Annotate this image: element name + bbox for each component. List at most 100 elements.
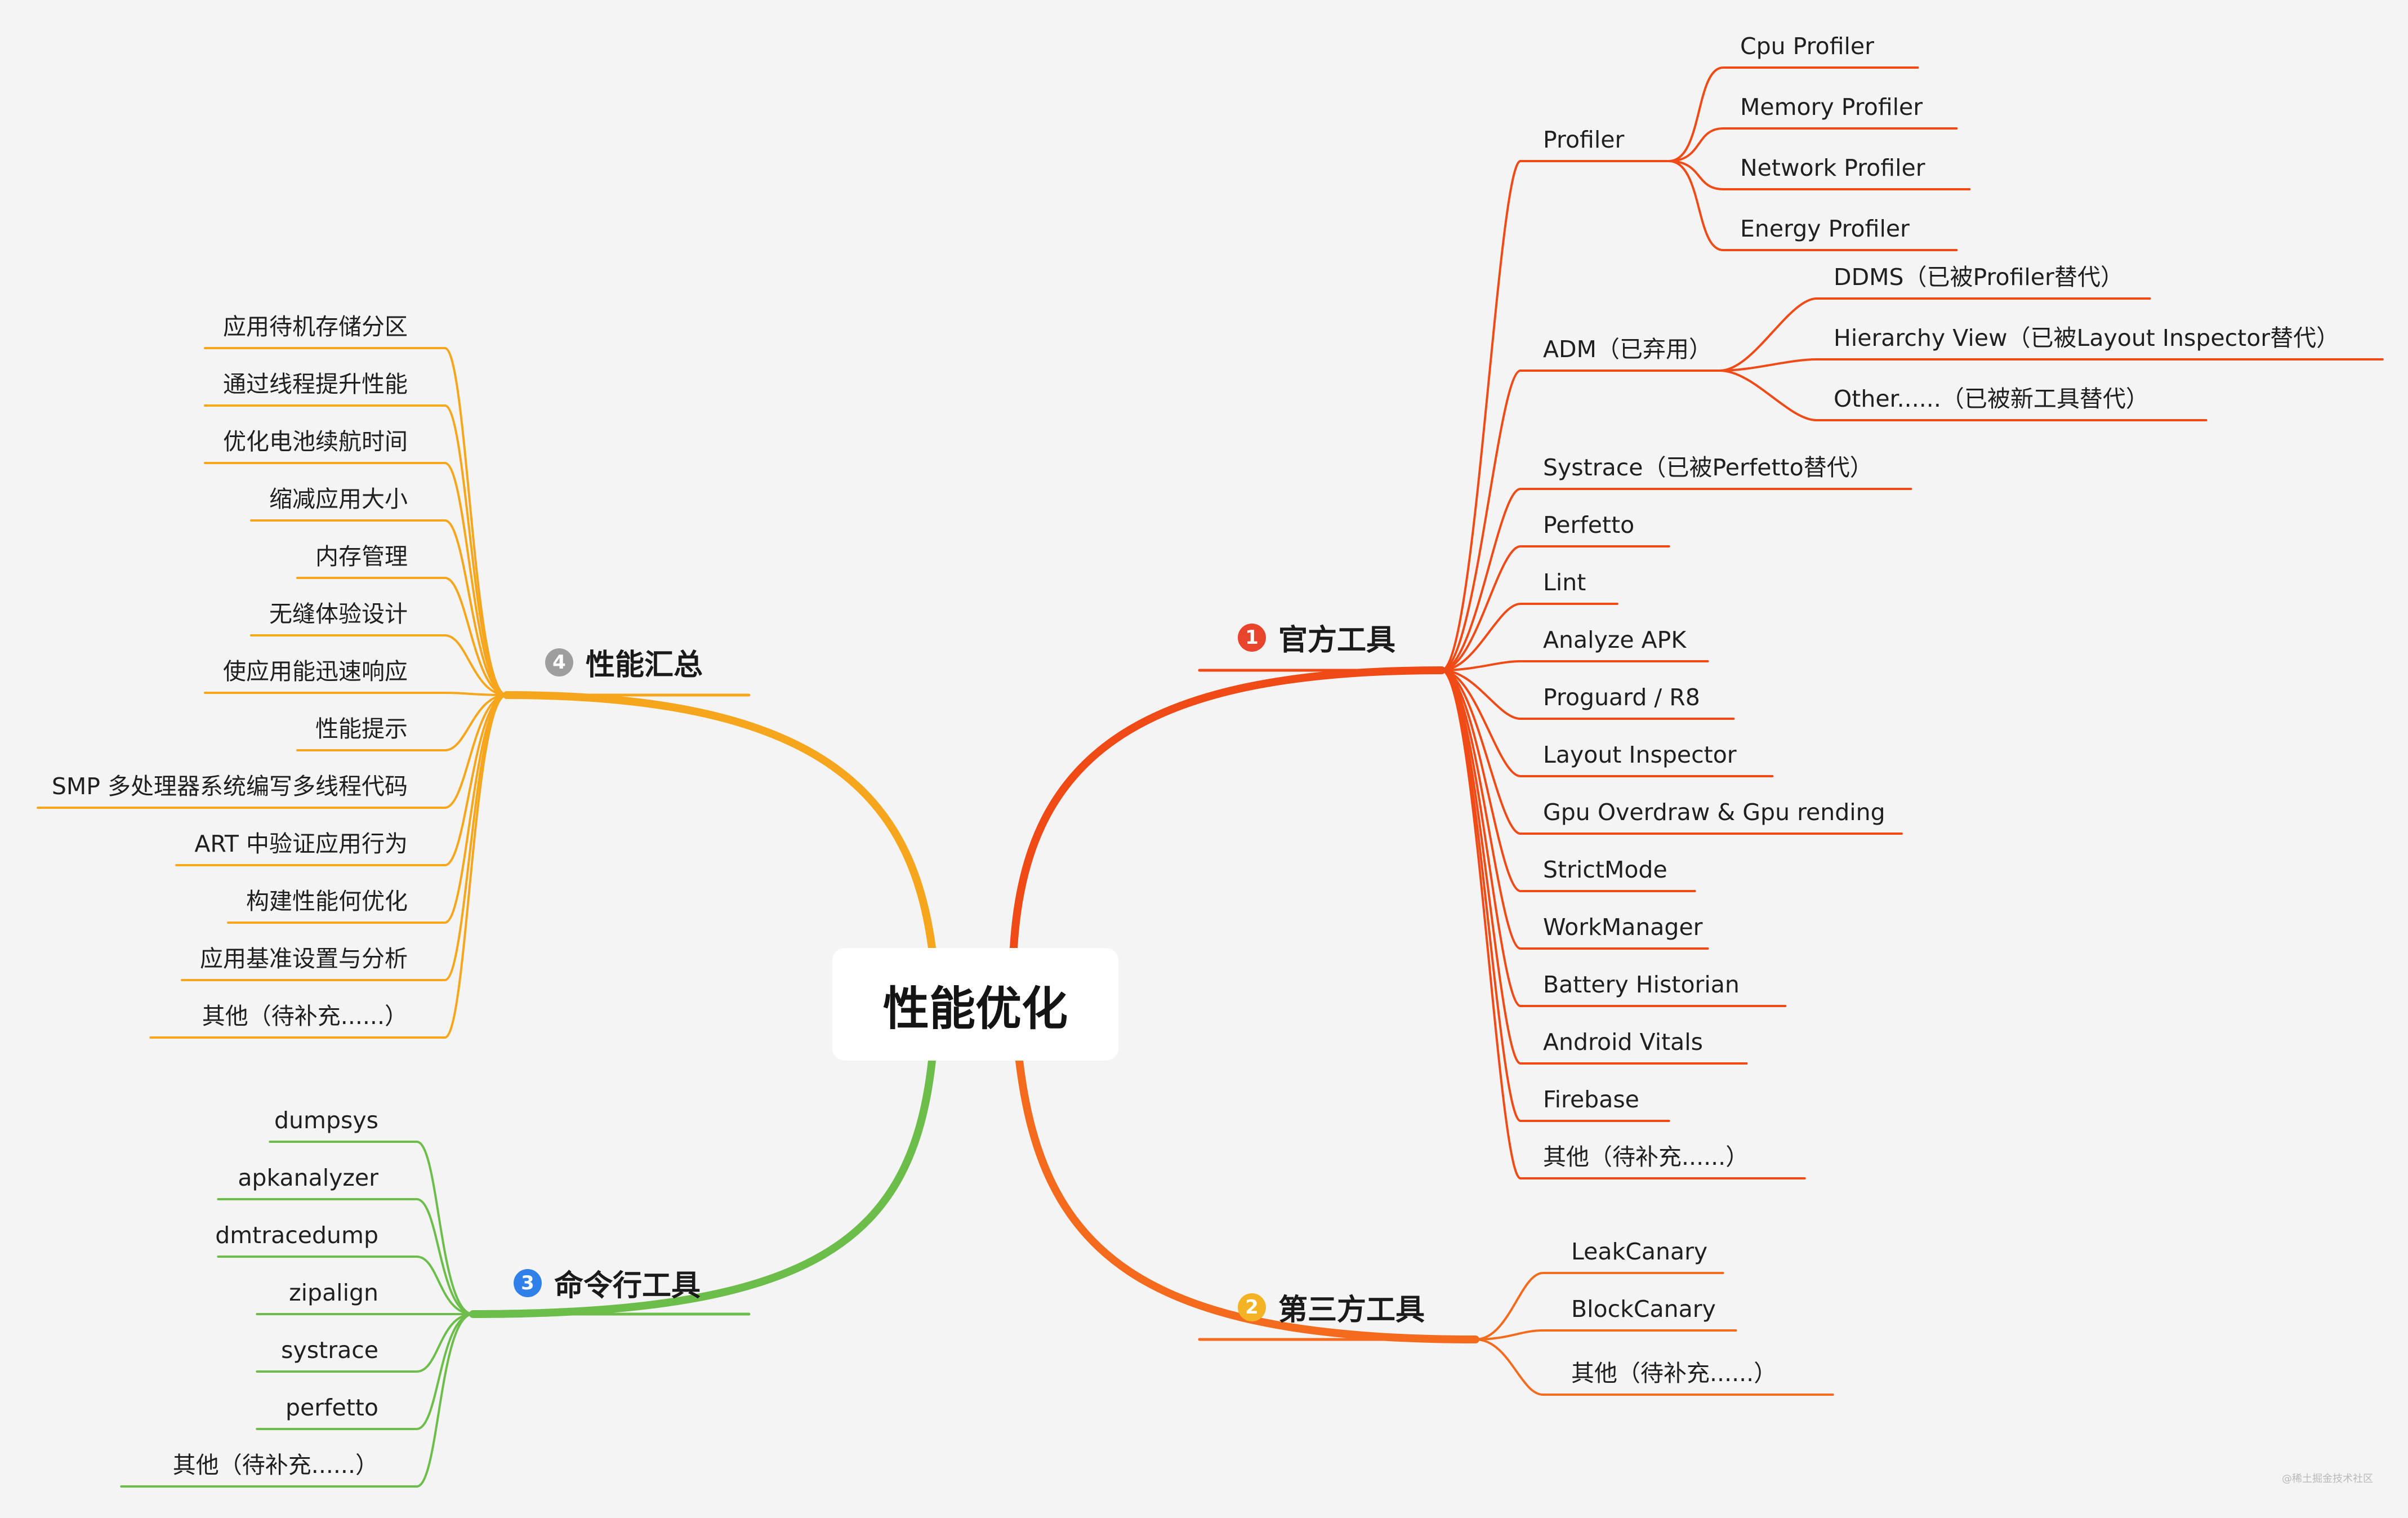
summary-item[interactable]: SMP 多处理器系统编写多线程代码: [51, 773, 408, 800]
watermark: @稀土掘金技术社区: [2282, 1473, 2373, 1485]
official-group-1[interactable]: ADM（已弃用）: [1543, 336, 1712, 363]
badge-number-3: 3: [514, 1268, 542, 1297]
summary-item[interactable]: 构建性能何优化: [246, 888, 408, 915]
summary-item[interactable]: 缩减应用大小: [269, 486, 408, 513]
cli-item[interactable]: dmtracedump: [215, 1222, 378, 1249]
connector-line: [1474, 1329, 1544, 1341]
cli-item[interactable]: zipalign: [289, 1279, 378, 1306]
official-item[interactable]: Perfetto: [1543, 511, 1635, 538]
third-party-item[interactable]: 其他（待补充......）: [1571, 1360, 1777, 1387]
branch-third-party-tools[interactable]: 2 第三方工具: [1238, 1286, 1425, 1328]
official-subitem[interactable]: Energy Profiler: [1740, 215, 1910, 242]
connector-line: [1441, 669, 1522, 777]
badge-number-2: 2: [1238, 1293, 1266, 1321]
branch-label: 第三方工具: [1278, 1293, 1425, 1327]
connector-line: [444, 694, 508, 866]
connector-line: [1441, 160, 1522, 671]
official-item[interactable]: StrictMode: [1543, 856, 1667, 883]
summary-item[interactable]: 无缝体验设计: [269, 600, 408, 627]
official-item[interactable]: Layout Inspector: [1543, 741, 1737, 768]
branch-connector-summary: [503, 691, 936, 952]
branch-connector-official: [1010, 666, 1446, 952]
central-topic[interactable]: 性能优化: [832, 948, 1118, 1061]
summary-item[interactable]: 性能提示: [315, 715, 408, 742]
connector-line: [1441, 545, 1522, 671]
connector-line: [444, 519, 508, 696]
connector-line: [1667, 127, 1724, 162]
cli-item[interactable]: apkanalyzer: [238, 1164, 378, 1191]
connector-line: [416, 1313, 474, 1430]
summary-item[interactable]: 其他（待补充......）: [202, 1003, 408, 1030]
central-topic-label: 性能优化: [882, 982, 1068, 1036]
official-item[interactable]: 其他（待补充......）: [1543, 1143, 1749, 1170]
cli-item[interactable]: systrace: [281, 1337, 378, 1364]
official-group-0[interactable]: Profiler: [1543, 126, 1625, 153]
official-item[interactable]: Firebase: [1543, 1086, 1639, 1113]
branch-connector-summary: [503, 691, 936, 952]
connector-line: [444, 634, 508, 696]
connector-line: [444, 694, 508, 809]
connector-line: [1718, 297, 1818, 372]
official-item[interactable]: Lint: [1543, 569, 1586, 596]
official-item[interactable]: Gpu Overdraw & Gpu rending: [1543, 799, 1885, 826]
official-item[interactable]: WorkManager: [1543, 914, 1703, 941]
third-party-item[interactable]: BlockCanary: [1571, 1296, 1716, 1323]
connector-line: [1718, 358, 1818, 372]
connector-line: [444, 694, 508, 751]
branch-connector-summary: [505, 693, 934, 950]
official-subitem[interactable]: Cpu Profiler: [1740, 33, 1875, 60]
branch-connector-summary: [504, 692, 935, 951]
official-item[interactable]: Proguard / R8: [1543, 684, 1700, 711]
branch-label: 性能汇总: [586, 648, 703, 682]
summary-item[interactable]: 应用基准设置与分析: [200, 945, 408, 972]
official-subitem[interactable]: Memory Profiler: [1740, 94, 1923, 121]
branch-connector-third-party: [1017, 1058, 1478, 1342]
branch-connector-cli: [471, 1058, 934, 1316]
connector-line: [444, 692, 508, 696]
summary-item[interactable]: 使应用能迅速响应: [223, 658, 408, 685]
cli-item[interactable]: dumpsys: [274, 1107, 378, 1134]
branch-official-tools[interactable]: 1 官方工具: [1238, 616, 1395, 658]
connector-line: [444, 462, 508, 696]
official-item[interactable]: Systrace（已被Perfetto替代）: [1543, 454, 1873, 481]
official-item[interactable]: Android Vitals: [1543, 1029, 1704, 1056]
official-subitem[interactable]: Hierarchy View（已被Layout Inspector替代）: [1834, 324, 2340, 351]
summary-item[interactable]: 通过线程提升性能: [223, 371, 408, 398]
summary-item[interactable]: ART 中验证应用行为: [194, 830, 408, 857]
official-item[interactable]: Battery Historian: [1543, 971, 1740, 998]
connector-line: [416, 1141, 474, 1315]
connector-line: [1441, 669, 1522, 892]
official-subitem[interactable]: Other......（已被新工具替代）: [1834, 385, 2149, 412]
connector-line: [1441, 370, 1522, 671]
connector-line: [1441, 603, 1522, 671]
branch-performance-summary[interactable]: 4 性能汇总: [545, 641, 703, 683]
branch-connector-official: [1010, 666, 1446, 952]
connector-line: [1441, 660, 1522, 671]
branch-connector-summary: [505, 693, 934, 950]
summary-item[interactable]: 应用待机存储分区: [223, 313, 408, 340]
connector-line: [416, 1313, 474, 1373]
branch-label: 命令行工具: [554, 1269, 701, 1303]
connector-line: [1667, 66, 1724, 162]
official-item[interactable]: Analyze APK: [1543, 626, 1687, 653]
third-party-item[interactable]: LeakCanary: [1571, 1238, 1708, 1265]
connector-line: [416, 1313, 474, 1488]
connector-line: [1441, 488, 1522, 671]
cli-item[interactable]: 其他（待补充......）: [172, 1452, 378, 1479]
cli-item[interactable]: perfetto: [285, 1394, 378, 1421]
connector-line: [444, 347, 508, 696]
branch-command-line-tools[interactable]: 3 命令行工具: [514, 1262, 701, 1304]
official-subitem[interactable]: DDMS（已被Profiler替代）: [1834, 264, 2124, 291]
connector-line: [416, 1198, 474, 1315]
official-subitem[interactable]: Network Profiler: [1740, 154, 1925, 181]
summary-item[interactable]: 优化电池续航时间: [223, 428, 408, 455]
connector-line: [1441, 669, 1522, 720]
connector-line: [1441, 669, 1522, 835]
connector-line: [444, 694, 508, 1039]
branch-label: 官方工具: [1278, 624, 1396, 657]
connector-line: [1667, 160, 1724, 251]
summary-item[interactable]: 内存管理: [315, 543, 408, 570]
badge-number-1: 1: [1238, 623, 1266, 652]
